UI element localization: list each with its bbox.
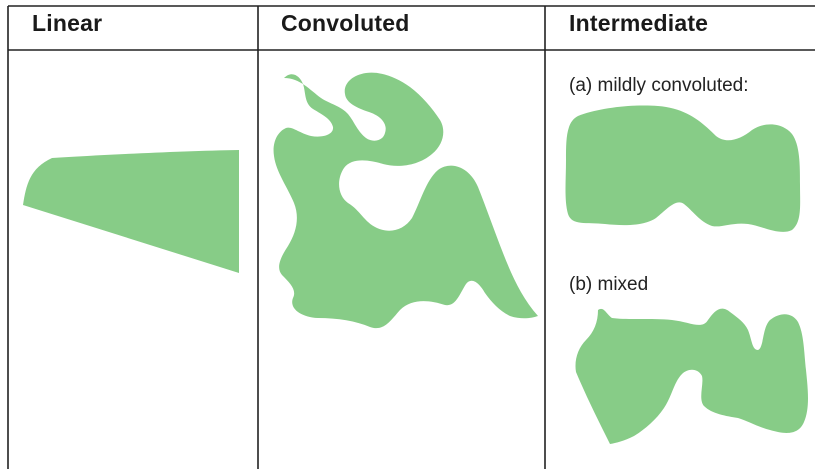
mixed-shape	[575, 308, 808, 444]
table-grid	[7, 5, 815, 469]
mildly-convoluted-label: (a) mildly convoluted:	[569, 75, 749, 96]
convoluted-shape	[273, 72, 538, 329]
linear-shape	[23, 150, 239, 273]
mixed-label: (b) mixed	[569, 274, 649, 295]
column-header-intermediate: Intermediate	[569, 10, 709, 36]
mildly-convoluted-shape	[565, 105, 801, 232]
column-header-linear: Linear	[32, 10, 103, 36]
column-header-convoluted: Convoluted	[281, 10, 410, 36]
